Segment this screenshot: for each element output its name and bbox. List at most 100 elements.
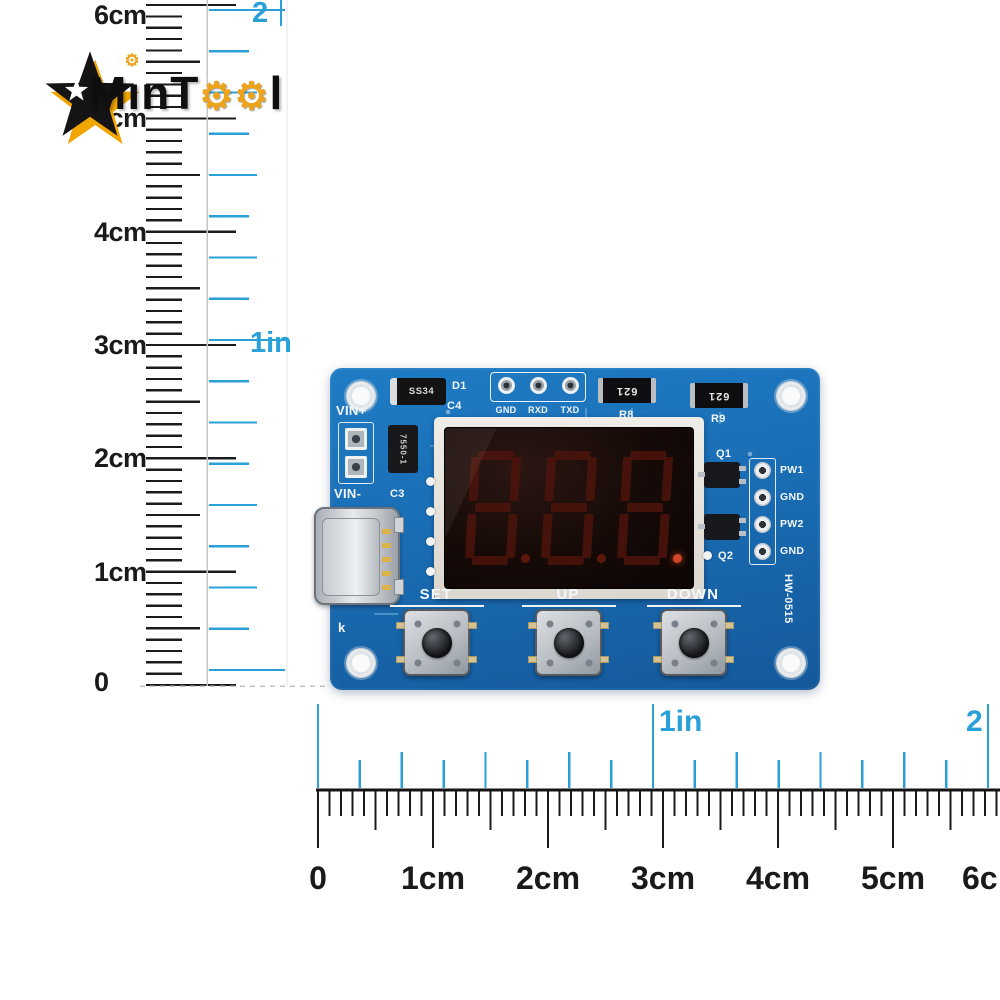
display-segment <box>544 457 557 501</box>
display-segment <box>505 514 518 558</box>
decimal-point <box>672 554 683 563</box>
label-q2: Q2 <box>718 550 734 562</box>
silkscreen-line <box>522 605 616 607</box>
display-segment <box>620 457 633 501</box>
mounting-hole <box>776 648 806 678</box>
display-segment <box>550 503 588 512</box>
display-pin-pad <box>703 551 712 560</box>
mounting-hole <box>346 648 376 678</box>
resistor-value: 621 <box>708 389 730 402</box>
display-digit <box>540 449 607 567</box>
seven-segment-display <box>444 427 694 589</box>
label-rxd: RXD <box>528 405 548 415</box>
display-pin-pad <box>426 537 435 546</box>
gear-icon: ⚙ <box>234 76 270 118</box>
display-pin-pad <box>426 507 435 516</box>
button-plunger <box>678 627 709 658</box>
display-pin-pad <box>426 477 435 486</box>
ruler-cm-label: 5cm <box>860 860 926 896</box>
header-pin <box>754 516 771 533</box>
header-pin <box>754 489 771 506</box>
label-pw2: PW2 <box>780 518 804 530</box>
solder-pad <box>530 377 547 394</box>
serial-pad-box <box>490 372 586 402</box>
voltage-regulator: 7550-1 <box>388 425 418 473</box>
button-plunger <box>421 627 452 658</box>
decimal-point <box>520 554 531 563</box>
ruler-cm-label: 6cm <box>94 0 147 30</box>
display-segment <box>464 514 477 558</box>
vin-pad-box <box>338 422 374 484</box>
header-pin <box>754 462 771 479</box>
display-segment <box>468 457 481 501</box>
brand-name: Mı⚙nT⚙⚙l <box>88 51 284 120</box>
label-vin-minus: VIN- <box>334 486 362 501</box>
display-digit <box>616 449 683 567</box>
label-vin-plus: VIN+ <box>336 403 367 418</box>
display-digit <box>464 449 531 567</box>
logo-star-icon <box>45 51 140 145</box>
usb-pin <box>382 543 391 548</box>
display-segment <box>626 503 664 512</box>
ruler-inch-label: 1in <box>659 705 703 738</box>
label-down: DOWN <box>666 586 720 603</box>
micro-usb-port <box>314 507 404 605</box>
label-txd: TXD <box>560 405 580 415</box>
display-segment <box>474 503 512 512</box>
ruler-inch-label: 2 <box>966 705 983 738</box>
display-segment <box>629 451 667 460</box>
ruler-cm-label: 6c <box>962 860 998 896</box>
display-segment <box>547 556 585 565</box>
ruler-cm-label: 0 <box>309 860 327 896</box>
resistor-value: 621 <box>616 384 638 397</box>
display-module <box>426 417 712 599</box>
ruler-cm-label: 2cm <box>515 860 581 896</box>
up-button <box>528 609 609 676</box>
diode-part-number: SS34 <box>408 386 435 397</box>
display-segment <box>477 451 515 460</box>
display-segment <box>585 457 598 501</box>
regulator-part-number: 7550-1 <box>398 433 408 465</box>
brand-letter: ı⚙ <box>124 51 142 119</box>
brand-letter: n <box>141 67 171 119</box>
usb-pin <box>382 571 391 576</box>
ruler-cm-label: 1cm <box>400 860 466 896</box>
board-model: HW-0515 <box>782 574 794 624</box>
ruler-inch-label: 2 <box>252 0 269 29</box>
transistor-q1 <box>698 462 746 488</box>
ruler-cm-label: 1cm <box>94 557 147 587</box>
set-button <box>396 609 477 676</box>
header-pin <box>754 543 771 560</box>
ruler-cm-label: 4cm <box>94 217 147 247</box>
ruler-cm-label: 2cm <box>94 443 147 473</box>
display-segment <box>471 556 509 565</box>
label-gnd: GND <box>495 405 517 415</box>
gear-icon: ⚙ <box>199 76 235 118</box>
mounting-hole <box>776 381 806 411</box>
ruler-cm-label: 0 <box>94 667 109 697</box>
down-button <box>653 609 734 676</box>
silkscreen-line <box>390 605 484 607</box>
corner-mark: k <box>338 620 346 635</box>
display-pin-pad <box>426 567 435 576</box>
usb-pin <box>382 529 391 534</box>
silkscreen-line <box>647 605 741 607</box>
usb-shield-tab <box>394 579 404 595</box>
solder-pad <box>498 377 515 394</box>
brand-letter: M <box>88 67 128 119</box>
label-r9: R9 <box>711 413 726 425</box>
brand-letter: l <box>269 67 284 119</box>
label-gnd: GND <box>780 545 805 557</box>
diode-d1: SS34 <box>390 378 446 405</box>
ruler-inch-label: 1in <box>250 327 292 359</box>
usb-shell <box>322 518 380 596</box>
ruler-cm-label: 3cm <box>94 330 147 360</box>
header-pin-box <box>749 458 776 565</box>
label-up: UP <box>556 586 580 603</box>
transistor-q2 <box>698 514 746 540</box>
mounting-hole <box>346 381 376 411</box>
display-segment <box>623 556 661 565</box>
label-pw1: PW1 <box>780 464 804 476</box>
